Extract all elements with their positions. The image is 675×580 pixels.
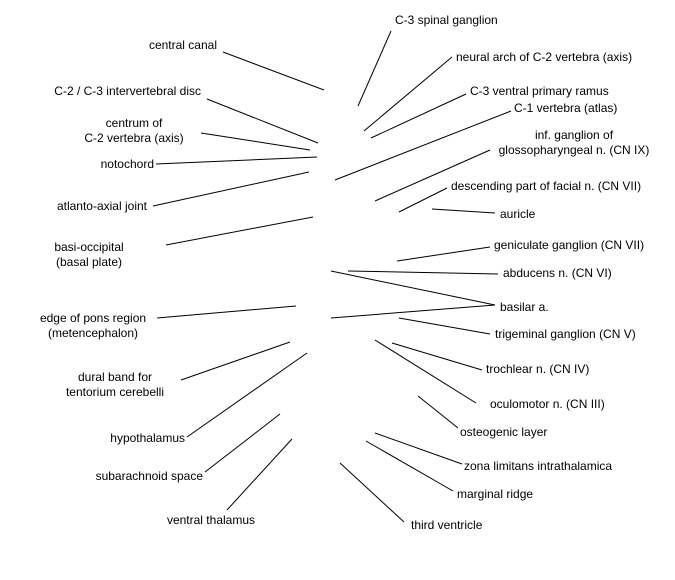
label-basi-occipital: basi-occipital (basal plate) [29, 240, 149, 270]
leader-centrum-c2 [200, 132, 311, 151]
label-marginal: marginal ridge [457, 487, 534, 501]
label-neural-arch: neural arch of C-2 vertebra (axis) [456, 50, 633, 64]
leader-neural-arch [363, 56, 453, 132]
label-third-ventricle: third ventricle [411, 518, 483, 532]
label-notochord: notochord [100, 157, 154, 171]
label-centrum-c2-line2: C-2 vertebra (axis) [84, 131, 184, 145]
label-subarachnoid: subarachnoid space [95, 469, 203, 483]
label-centrum-c2-line1: centrum of [105, 116, 163, 130]
leader-trochlear [391, 342, 483, 371]
label-c3-ramus: C-3 ventral primary ramus [470, 84, 609, 98]
label-trigeminal: trigeminal ganglion (CN V) [495, 327, 636, 341]
label-basi-occipital-line2: (basal plate) [55, 255, 123, 269]
leader-basilar-upper [330, 270, 496, 306]
label-central-canal: central canal [148, 38, 217, 52]
leader-abducens [347, 270, 499, 275]
leader-auricle [431, 208, 496, 214]
leader-hypothalamus [186, 352, 308, 438]
label-abducens: abducens n. (CN VI) [503, 266, 612, 280]
label-inf-ganglion-line1: inf. ganglion of [534, 128, 614, 142]
label-trochlear: trochlear n. (CN IV) [486, 362, 590, 376]
leader-c3-ramus [370, 93, 467, 139]
leader-geniculate [396, 246, 491, 262]
leader-trigeminal [398, 317, 491, 335]
leader-c2-c3-disc [206, 98, 319, 144]
leader-basilar-lower [330, 304, 496, 319]
label-basilar: basilar a. [500, 300, 549, 314]
leader-c3-ganglion [357, 30, 392, 107]
leader-c1-atlas [334, 110, 512, 181]
label-hypothalamus: hypothalamus [110, 431, 185, 445]
label-c1-atlas: C-1 vertebra (atlas) [514, 101, 618, 115]
leader-facial-desc [398, 187, 448, 213]
label-basi-occipital-line1: basi-occipital [54, 240, 124, 254]
label-geniculate: geniculate ganglion (CN VII) [494, 238, 645, 252]
label-c3-ganglion: C-3 spinal ganglion [395, 13, 498, 27]
leader-osteogenic [417, 395, 459, 429]
label-centrum-c2: centrum of C-2 vertebra (axis) [68, 116, 200, 146]
label-auricle: auricle [500, 207, 536, 221]
leader-oculomotor [374, 339, 477, 404]
leader-third-ventricle [339, 462, 405, 523]
label-pons-edge: edge of pons region (metencephalon) [28, 311, 158, 341]
leader-ventral-thalamus [226, 438, 293, 511]
label-pons-edge-line2: (metencephalon) [47, 326, 139, 340]
label-c2-c3-disc: C-2 / C-3 intervertebral disc [54, 84, 201, 98]
label-ventral-thalamus: ventral thalamus [166, 513, 255, 527]
leader-atlanto-axial [152, 171, 310, 207]
label-atlanto-axial: atlanto-axial joint [56, 199, 147, 213]
leader-zona [374, 432, 463, 465]
label-dural-band-line1: dural band for [77, 370, 153, 384]
label-dural-band: dural band for tentorium cerebelli [55, 370, 175, 400]
leader-notochord [155, 156, 318, 165]
leader-basi-occipital [165, 216, 314, 246]
leader-central-canal [222, 51, 325, 91]
label-inf-ganglion: inf. ganglion of glossopharyngeal n. (CN… [474, 128, 674, 158]
label-osteogenic: osteogenic layer [460, 425, 548, 439]
label-facial-desc: descending part of facial n. (CN VII) [451, 179, 642, 193]
leader-inf-ganglion [374, 149, 491, 202]
leader-subarachnoid [204, 413, 281, 473]
label-dural-band-line2: tentorium cerebelli [65, 385, 165, 399]
leader-pons-edge [156, 305, 297, 319]
leader-dural-band [180, 341, 291, 381]
leader-marginal [365, 440, 454, 492]
label-oculomotor: oculomotor n. (CN III) [490, 397, 605, 411]
label-inf-ganglion-line2: glossopharyngeal n. (CN IX) [498, 143, 650, 157]
label-pons-edge-line1: edge of pons region [39, 311, 147, 325]
label-zona: zona limitans intrathalamica [464, 459, 613, 473]
